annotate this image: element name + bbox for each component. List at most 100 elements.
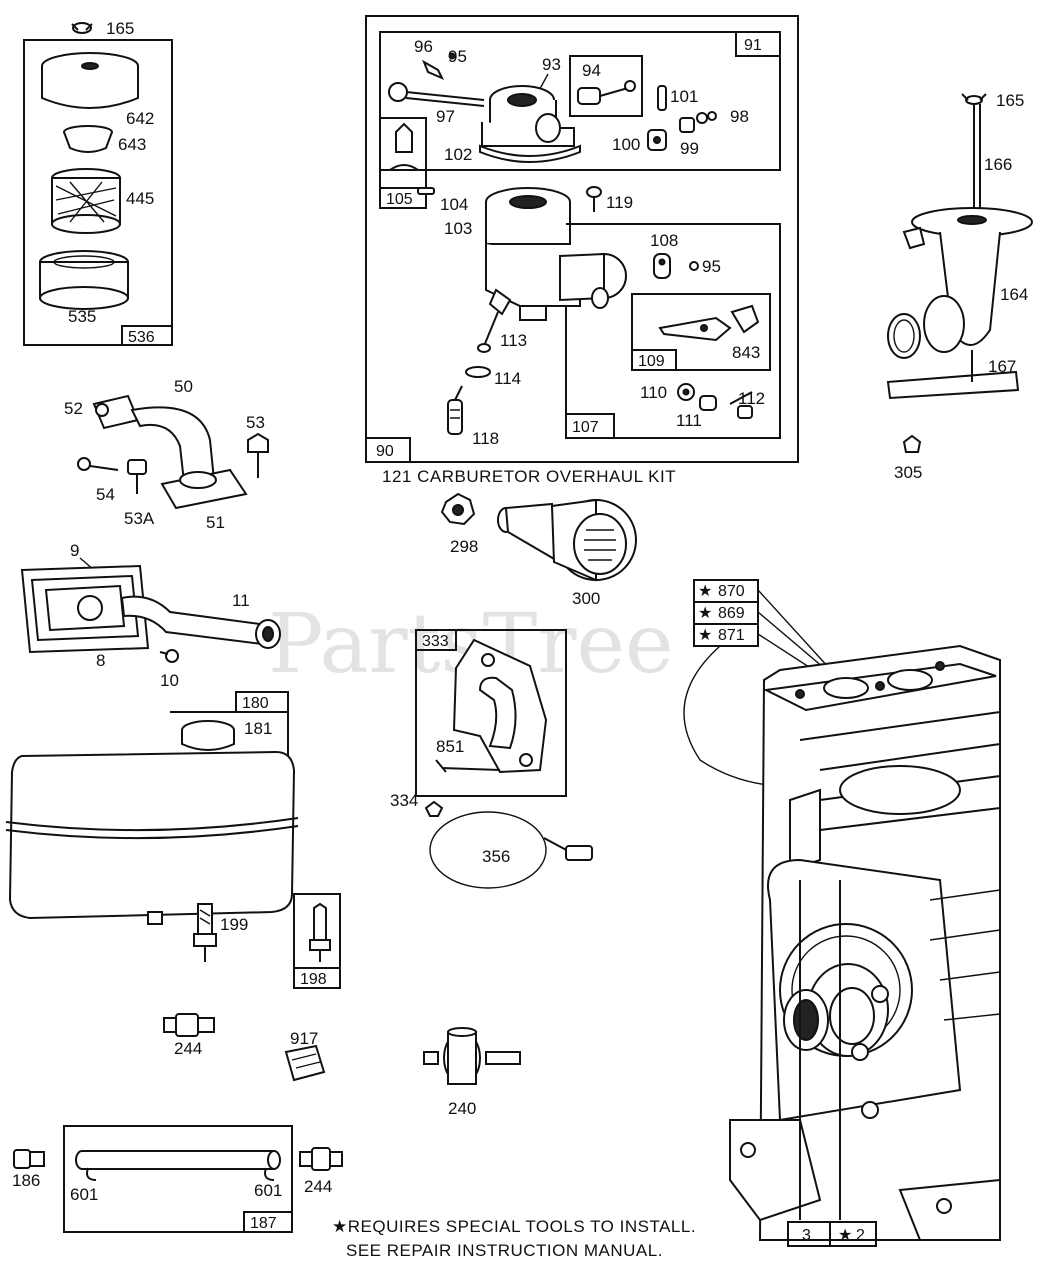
box-label-3: 3: [802, 1227, 811, 1244]
box-107-frame: [565, 223, 781, 439]
screw-dot: [448, 52, 456, 60]
muffler-part: [497, 498, 637, 582]
cylinder-block-group: ★ 870 ★ 869 ★ 871: [683, 579, 1001, 1247]
box-label-871: 871: [718, 627, 745, 644]
screw-part: [424, 800, 444, 817]
label-95: 95: [448, 47, 467, 66]
label-98: 98: [730, 107, 749, 126]
fuel-tank-part: [5, 750, 299, 925]
box-label-frame-90: [365, 437, 411, 463]
intake-elbow-part: [92, 394, 248, 510]
box-label-frame-871: [693, 623, 759, 647]
label-53: 53: [246, 413, 265, 432]
label-99: 99: [680, 139, 699, 158]
fuel-cap-part: [181, 720, 235, 751]
label-50: 50: [174, 377, 193, 396]
lock-washer-part: [440, 492, 476, 526]
label-51: 51: [206, 513, 225, 532]
fitting-part: [299, 1147, 343, 1171]
throttle-shaft-part: [388, 82, 485, 107]
box-label-frame-198: [293, 967, 341, 989]
label-851: 851: [436, 737, 464, 756]
fuel-line-hose-part: [75, 1150, 281, 1181]
label-102: 102: [444, 145, 472, 164]
label-167: 167: [988, 357, 1016, 376]
label-119: 119: [606, 193, 633, 212]
label-94: 94: [582, 61, 601, 80]
label-8: 8: [96, 651, 105, 670]
box-label-198: 198: [300, 971, 327, 988]
ground-wire-part: [429, 811, 593, 889]
label-113: 113: [500, 331, 527, 350]
fitting-part: [13, 1149, 45, 1169]
fuel-valve-part: [679, 111, 717, 133]
muffler-group: 298 300: [440, 492, 637, 608]
label-111: 111: [676, 411, 702, 430]
label-110: 110: [640, 383, 667, 402]
label-108: 108: [650, 231, 678, 250]
carburetor-overhaul-kit-caption: 121 CARBURETOR OVERHAUL KIT: [382, 467, 676, 486]
label-334: 334: [390, 791, 418, 810]
box-label-frame-333: [415, 629, 457, 651]
label-199: 199: [220, 915, 248, 934]
label-643: 643: [118, 135, 146, 154]
box-label-frame-536: [121, 325, 173, 346]
dipstick-rod: [973, 104, 981, 214]
label-165: 165: [106, 19, 134, 38]
bolt-part: [77, 457, 119, 471]
screw-part: [689, 261, 699, 271]
box-label-187: 187: [250, 1215, 277, 1232]
label-181: 181: [244, 719, 272, 738]
fittings-group: 244 917 240: [163, 1013, 521, 1118]
box-94-frame: [569, 55, 643, 117]
label-917: 917: [290, 1029, 318, 1048]
label-445: 445: [126, 189, 154, 208]
washer-part: [677, 383, 695, 401]
screw-part: [159, 649, 179, 663]
label-96: 96: [414, 37, 433, 56]
fuel-pipe-part: [447, 385, 463, 435]
bolt-part: [127, 459, 147, 494]
box-109-frame: [631, 293, 771, 371]
air-filter-cartridge-part: [51, 168, 121, 234]
fuel-line-group: 187 601 601 186 244: [12, 1125, 343, 1233]
fuel-tank-group: 180 181 199 198: [5, 691, 341, 989]
label-601b: 601: [254, 1181, 282, 1200]
bolt-part: [247, 432, 269, 478]
elbow-fitting-part: [163, 1013, 215, 1037]
pre-cleaner-part: [39, 250, 129, 310]
wing-nut-part: [71, 22, 93, 34]
label-535: 535: [68, 307, 96, 326]
gasket-hole: [658, 258, 666, 266]
dipstick-tube-part: [902, 207, 1033, 353]
label-52: 52: [64, 399, 83, 418]
carburetor-group: 90 91 94 105 96 95 9: [365, 15, 799, 463]
label-165b: 165: [996, 91, 1024, 110]
box-label-109: 109: [638, 353, 665, 370]
label-101: 101: [670, 87, 698, 106]
label-95b: 95: [702, 257, 721, 276]
label-642: 642: [126, 109, 154, 128]
box-label-105: 105: [386, 191, 413, 208]
spring-part: [699, 395, 717, 411]
label-244b: 244: [304, 1177, 332, 1196]
breather-tube-part: [120, 595, 281, 649]
fuel-fitting-part: [193, 903, 217, 962]
label-11: 11: [232, 591, 250, 610]
throttle-shaft-seal-part: [422, 59, 445, 80]
idle-valve-part: [647, 129, 667, 151]
label-100: 100: [612, 135, 640, 154]
box-label-536: 536: [128, 329, 155, 346]
box-label-90: 90: [376, 443, 394, 460]
box-187-frame: [63, 1125, 293, 1233]
footnote-line-2: SEE REPAIR INSTRUCTION MANUAL.: [346, 1241, 663, 1260]
main-jet-part: [729, 391, 753, 419]
label-300: 300: [572, 589, 600, 608]
box-label-frame-107: [565, 413, 615, 439]
pin-part: [657, 85, 667, 111]
label-186: 186: [12, 1171, 40, 1190]
label-843: 843: [732, 343, 760, 362]
ignition-group: 333 851 334 356: [390, 629, 593, 889]
clip-part: [284, 1044, 326, 1082]
